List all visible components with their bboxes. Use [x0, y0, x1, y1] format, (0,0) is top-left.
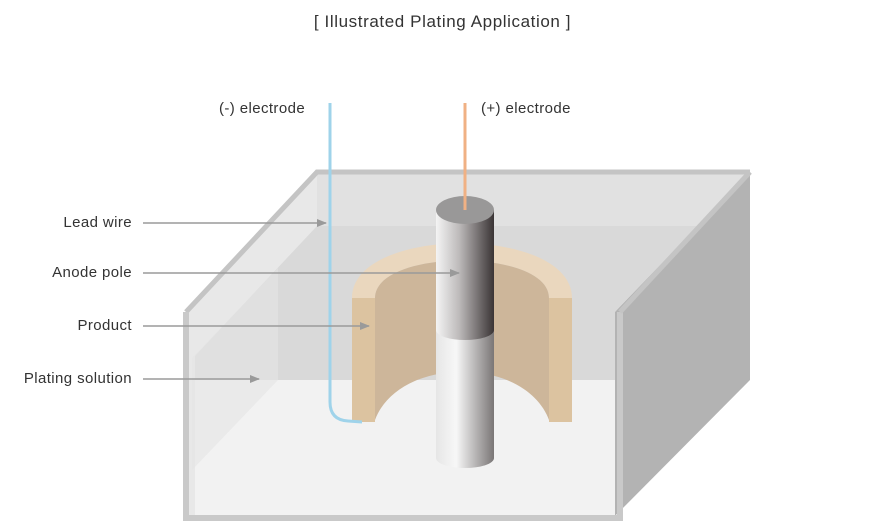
- tank: [183, 169, 752, 521]
- tank-left-wall: [186, 172, 317, 516]
- anode-pole-label: Anode pole: [52, 264, 132, 281]
- product-top-rim: [352, 243, 572, 298]
- anode-pole-upper: [436, 210, 494, 340]
- anode-pole: [436, 196, 494, 468]
- product-right-face: [549, 298, 572, 422]
- diagram-title: [ Illustrated Plating Application ]: [313, 12, 572, 31]
- tank-left-wall-inner: [192, 268, 278, 470]
- plating-solution-label: Plating solution: [23, 370, 132, 387]
- tank-rim: [184, 169, 750, 314]
- neg-electrode-label: (-) electrode: [219, 100, 306, 117]
- pos-electrode-label: (+) electrode: [481, 100, 571, 117]
- tank-floor: [186, 380, 615, 516]
- product-left-face: [352, 298, 375, 422]
- product-label: Product: [77, 317, 132, 334]
- tank-back-upper: [278, 172, 750, 226]
- tank-right-wall: [615, 172, 750, 516]
- lead-wire-label: Lead wire: [63, 214, 132, 231]
- anode-pole-lower: [436, 330, 494, 468]
- tank-rim-right: [618, 170, 752, 314]
- tank-rim-front: [183, 312, 623, 521]
- negative-wire: [328, 103, 363, 424]
